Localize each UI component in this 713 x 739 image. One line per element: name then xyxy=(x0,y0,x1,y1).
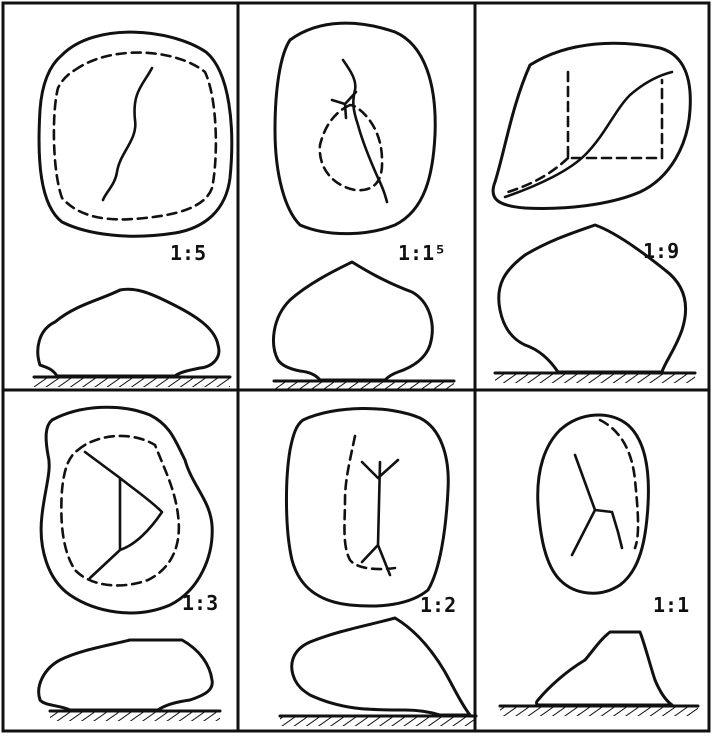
panel-1-top-view-outline xyxy=(39,32,232,236)
panel-5-dashed-contour xyxy=(344,436,395,569)
panel-6-ratio-label: 1:1 xyxy=(653,593,689,617)
panel-4-side-view-outline xyxy=(39,640,213,710)
panel-6: 1:1 xyxy=(500,415,698,716)
panel-1-ridge-line xyxy=(103,68,152,200)
panel-4: 1:3 xyxy=(39,407,220,721)
panel-4-top-view-outline xyxy=(41,407,212,613)
panel-2-side-view-outline xyxy=(274,262,433,380)
panel-3-ratio-label: 1:9 xyxy=(643,239,679,263)
panel-3: 1:9 xyxy=(493,43,695,383)
panel-5-top-view-outline xyxy=(286,408,448,606)
panel-2-dashed-contour xyxy=(320,105,382,190)
panel-2-ratio-label: 1:1⁵ xyxy=(398,241,446,265)
panel-1-dashed-contour xyxy=(54,53,216,220)
panel-grid-frame xyxy=(3,3,709,731)
panel-1: 1:5 xyxy=(34,32,232,387)
panel-5-side-view-outline xyxy=(292,618,470,715)
panel-2: 1:1⁵ xyxy=(274,23,454,391)
panel-6-dashed-contour xyxy=(600,420,638,548)
panel-5-vein-lines xyxy=(362,460,398,575)
panel-3-ridge-line xyxy=(505,72,672,197)
panel-6-vein-lines xyxy=(572,455,622,555)
panel-1-ratio-label: 1:5 xyxy=(170,241,206,265)
panel-4-ratio-label: 1:3 xyxy=(182,591,218,615)
panel-2-top-view-outline xyxy=(275,23,435,234)
panel-2-ridge-line xyxy=(343,60,387,202)
panel-1-side-view-outline xyxy=(38,289,219,376)
panel-5: 1:2 xyxy=(280,408,476,726)
panel-6-side-view-outline xyxy=(537,632,673,705)
panel-5-ratio-label: 1:2 xyxy=(420,593,456,617)
panel-4-triangle-veins xyxy=(85,452,162,578)
